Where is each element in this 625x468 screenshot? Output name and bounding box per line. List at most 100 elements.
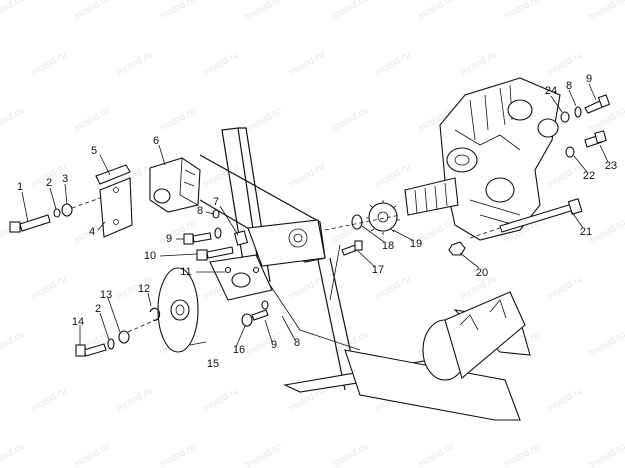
callout-17: 17	[372, 264, 384, 276]
flange	[209, 254, 273, 301]
sprocket	[366, 200, 400, 235]
watermark-text: motod.ru	[502, 0, 542, 23]
callout-10: 10	[144, 250, 156, 262]
watermark-text: motod.ru	[72, 0, 112, 23]
callout-8-lower: 8	[294, 337, 300, 349]
brake-disc	[157, 267, 199, 353]
watermark-text: motod.ru	[330, 441, 370, 468]
washer-18	[351, 214, 363, 230]
watermark-text: motod.ru	[545, 273, 585, 302]
callout-19: 19	[410, 238, 422, 250]
watermark-text: motod.ru	[502, 441, 542, 468]
callout-20: 20	[476, 267, 488, 279]
assembly-line	[469, 227, 501, 239]
watermark-text: motod.ru	[72, 105, 112, 134]
watermark-text: motod.ru	[29, 385, 69, 414]
callout-2-lower: 2	[95, 303, 101, 315]
watermark-text: motod.ru	[330, 0, 370, 23]
callout-12: 12	[138, 283, 150, 295]
watermark-text: motod.ru	[244, 0, 284, 23]
watermark-text: motod.ru	[72, 441, 112, 468]
callout-15: 15	[207, 358, 219, 370]
mount-plate-4-5	[95, 164, 133, 238]
watermark-text: motod.ru	[373, 273, 413, 302]
watermark-text: motod.ru	[115, 49, 155, 78]
watermark-text: motod.ru	[29, 273, 69, 302]
watermark-text: motod.ru	[588, 217, 625, 246]
bolt-9-8-7	[183, 227, 249, 246]
watermark-text: motod.ru	[158, 441, 198, 468]
watermark-text: motod.ru	[244, 105, 284, 134]
watermark-text: motod.ru	[201, 385, 241, 414]
bolt-16-9-8	[241, 300, 269, 327]
callout-11: 11	[180, 266, 191, 278]
callout-8-upper: 8	[197, 205, 203, 217]
mounting-plate	[247, 219, 326, 267]
callout-16: 16	[233, 344, 245, 356]
watermark-text: motod.ru	[330, 105, 370, 134]
watermark-text: motod.ru	[244, 441, 284, 468]
watermark-text: motod.ru	[287, 49, 327, 78]
callout-18: 18	[382, 240, 394, 252]
callout-23: 23	[605, 160, 617, 172]
assembly-line	[71, 197, 101, 209]
watermark-text: motod.ru	[244, 329, 284, 358]
watermark-text: motod.ru	[201, 49, 241, 78]
bolt-14-2-13	[75, 330, 130, 357]
long-bolt	[499, 198, 583, 233]
callout-3: 3	[62, 173, 68, 185]
callout-2-upper: 2	[46, 177, 52, 189]
watermark-text: motod.ru	[115, 385, 155, 414]
callout-9-top: 9	[586, 73, 592, 85]
watermark-text: motod.ru	[29, 49, 69, 78]
callout-6: 6	[153, 135, 159, 147]
callout-14: 14	[72, 316, 84, 328]
watermark-text: motod.ru	[416, 0, 456, 23]
watermark-text: motod.ru	[287, 273, 327, 302]
watermark-text: motod.ru	[158, 0, 198, 23]
watermark-text: motod.ru	[373, 49, 413, 78]
callouts: 1 2 3 4 5 6 7 8 9 10 11 12 13 2 14 15 16…	[17, 73, 617, 370]
bolt-24-8-9	[560, 94, 611, 123]
assembly-line	[127, 317, 161, 333]
watermark-text: motod.ru	[545, 161, 585, 190]
watermark-text: motod.ru	[0, 105, 26, 134]
lower-frame	[283, 291, 531, 421]
watermark-text: motod.ru	[545, 385, 585, 414]
watermark-text: motod.ru	[588, 441, 625, 468]
bolt-1-2-3	[9, 203, 73, 233]
bracket-block	[149, 157, 201, 213]
engine-housing	[439, 77, 561, 241]
output-shaft	[404, 177, 459, 216]
watermark-text: motod.ru	[0, 441, 26, 468]
callout-1: 1	[17, 181, 23, 193]
watermark-text: motod.ru	[0, 329, 26, 358]
callout-8-top: 8	[566, 80, 572, 92]
watermark-text: motod.ru	[416, 441, 456, 468]
callout-9-upper: 9	[166, 233, 172, 245]
callout-21: 21	[580, 226, 592, 238]
watermark-text: motod.ru	[459, 49, 499, 78]
watermark-text: motod.ru	[373, 161, 413, 190]
callout-22: 22	[583, 170, 595, 182]
watermark-text: motod.ru	[545, 49, 585, 78]
bolt-22-23	[565, 130, 607, 158]
bolt-17	[341, 240, 363, 256]
assembly-line	[324, 214, 401, 231]
callout-24: 24	[545, 85, 557, 97]
watermark-text: motod.ru	[330, 217, 370, 246]
watermark-text: motod.ru	[201, 161, 241, 190]
callout-13: 13	[100, 289, 112, 301]
callout-5: 5	[91, 145, 97, 157]
callout-7: 7	[213, 196, 219, 208]
nut-20	[448, 241, 466, 256]
leader-lines	[21, 83, 609, 348]
callout-4: 4	[89, 226, 95, 238]
watermark-text: motod.ru	[588, 0, 625, 23]
callout-9-lower: 9	[271, 339, 277, 351]
watermark-text: motod.ru	[588, 329, 625, 358]
watermark-text: motod.ru	[287, 161, 327, 190]
watermark-text: motod.ru	[158, 105, 198, 134]
